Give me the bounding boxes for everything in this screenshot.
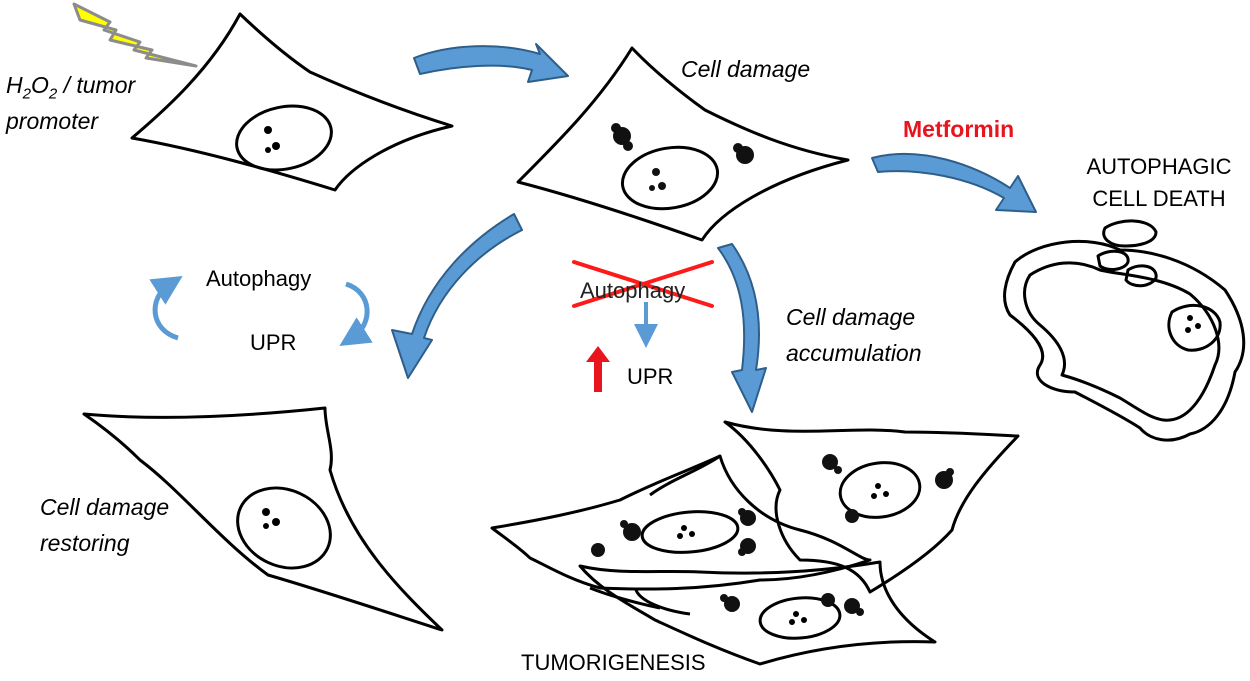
metformin-label: Metformin [903, 116, 1015, 142]
tumor-damage-aggregates [591, 454, 954, 616]
tumor-cell-cluster [490, 420, 1020, 666]
restoring-label-line2: restoring [40, 530, 130, 556]
autophagy-cycle-label: Autophagy [206, 266, 312, 291]
accumulation-label-line1: Cell damage [786, 304, 916, 330]
restored-nucleolus [262, 508, 280, 529]
autophagy-blocked-label: Autophagy [580, 278, 686, 303]
cycle-arrow-top-icon [149, 275, 183, 341]
cell-damage-label: Cell damage [681, 56, 811, 82]
arrow-to-accumulation [717, 243, 767, 413]
upr-increased-label: UPR [627, 364, 674, 389]
cell-nucleolus [264, 126, 280, 153]
accumulation-label-line2: accumulation [786, 340, 922, 366]
damage-aggregate [611, 123, 754, 191]
healthy-cell [130, 12, 454, 192]
tumorigenesis-label: TUMORIGENESIS [521, 650, 706, 675]
dying-cell-nucleolus [1185, 315, 1201, 333]
arrow-to-damage [413, 43, 569, 83]
arrow-to-restoring [391, 213, 523, 379]
autophagic-death-label-line1: AUTOPHAGIC [1086, 154, 1232, 179]
autophagic-dying-cell [1003, 219, 1246, 442]
stimulus-label: H2O2 / tumor [6, 72, 136, 103]
lightning-bolt-icon [72, 2, 198, 68]
restored-cell [82, 406, 444, 632]
stimulus-label-line2: promoter [6, 108, 99, 134]
damaged-cell [516, 46, 850, 242]
upr-increase-arrow-icon [586, 346, 610, 392]
restoring-label-line1: Cell damage [40, 494, 170, 520]
autophagy-blocked-cross-icon [572, 260, 714, 308]
arrow-to-autophagic-death [871, 152, 1037, 213]
cycle-arrow-bottom-icon [339, 281, 373, 347]
autophagic-death-label-line2: CELL DEATH [1092, 186, 1226, 211]
tumor-nucleoli [677, 483, 889, 625]
upr-cycle-label: UPR [250, 330, 297, 355]
